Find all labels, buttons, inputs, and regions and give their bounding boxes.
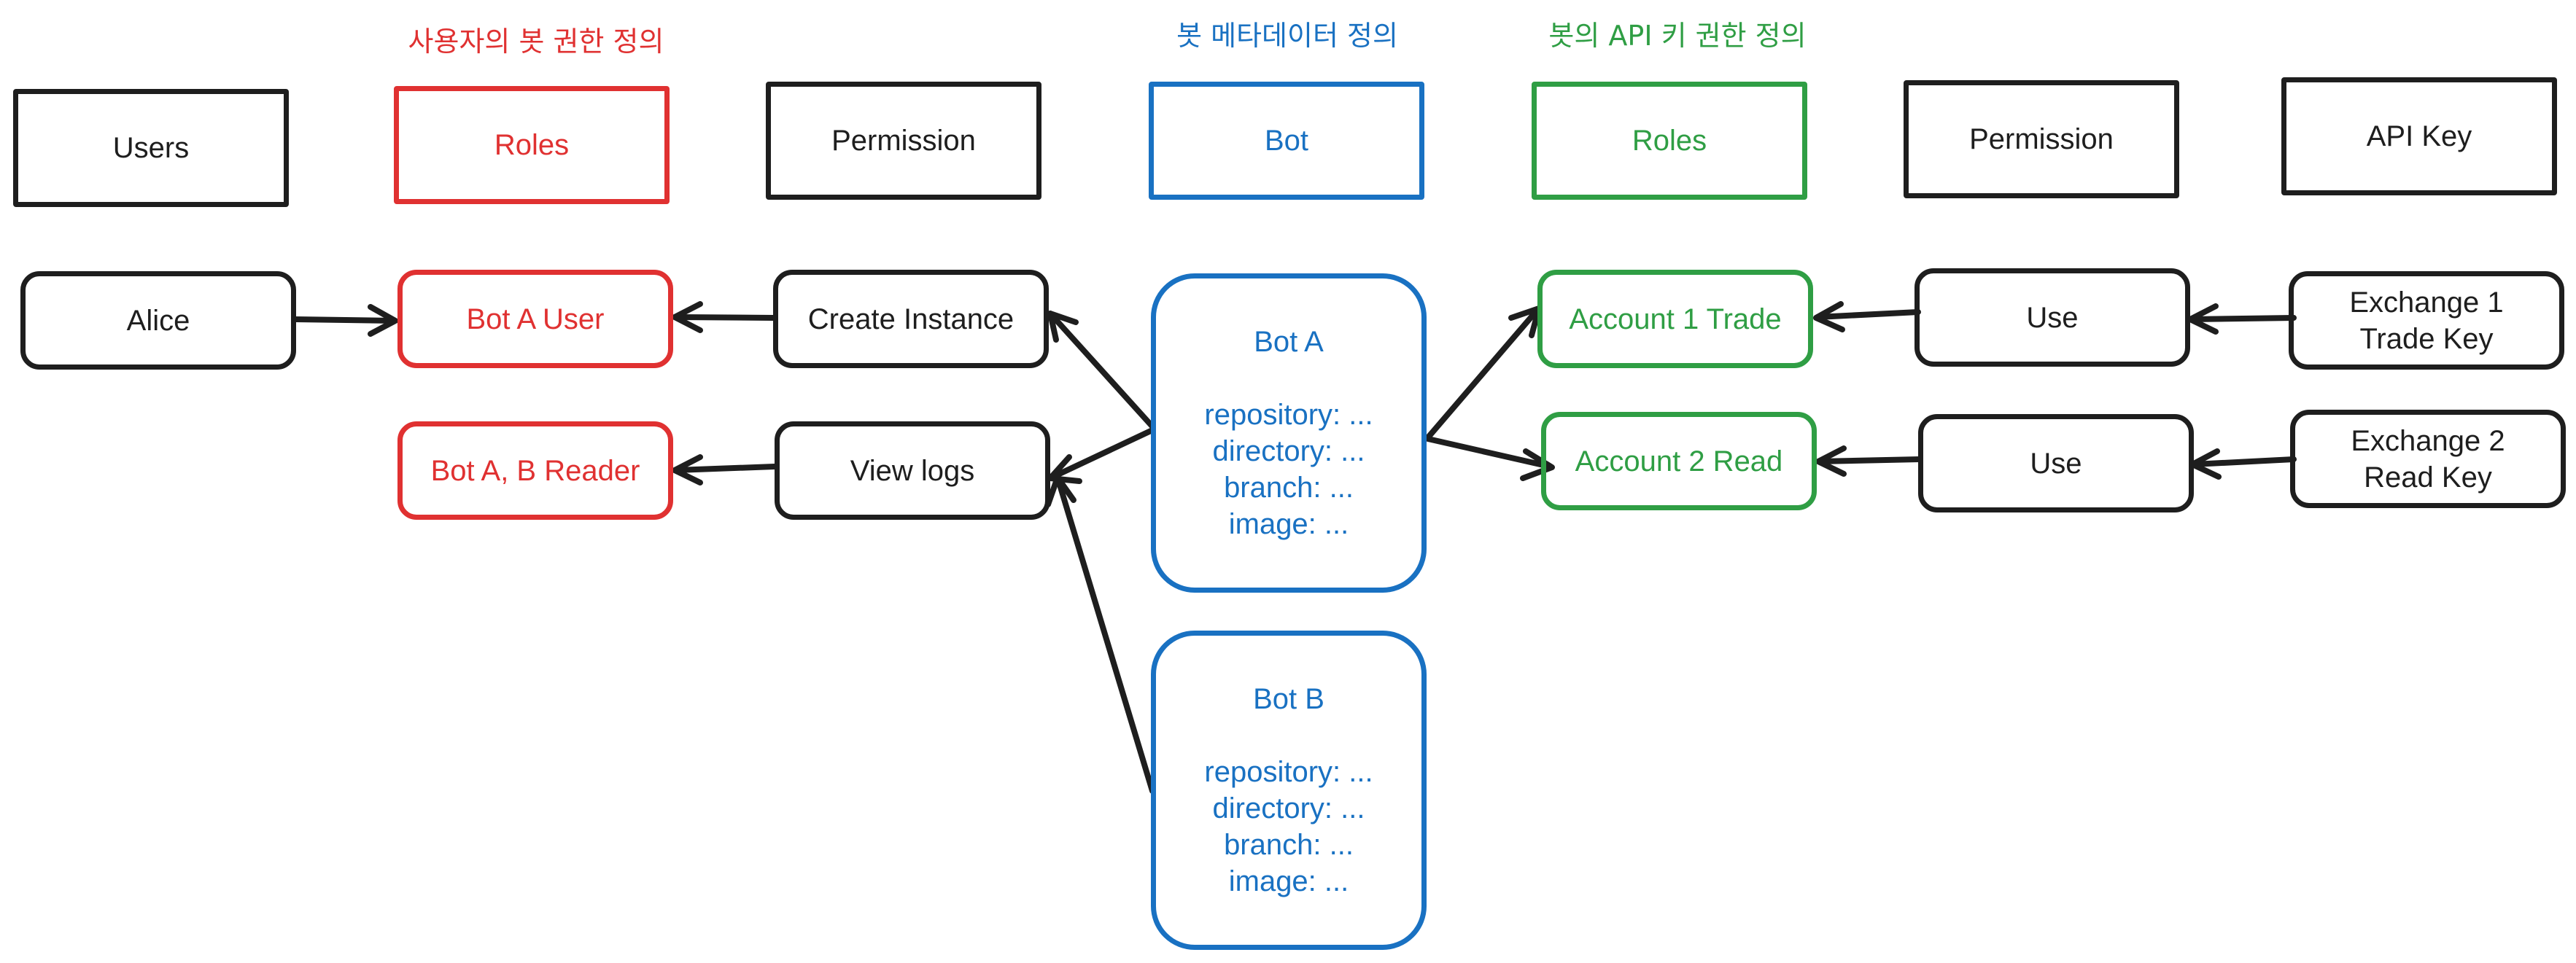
header-roles-user: Roles bbox=[394, 86, 670, 204]
arrowhead-bot-a-to-view-logs bbox=[1047, 454, 1082, 484]
node-create-instance: Create Instance bbox=[773, 270, 1049, 368]
header-permission-user: Permission bbox=[766, 82, 1041, 200]
arrow-view-logs-to-reader bbox=[673, 464, 777, 473]
bot-name: Bot A bbox=[1254, 326, 1324, 358]
node-view-logs: View logs bbox=[775, 421, 1050, 520]
arrowhead-create-instance-to-bot-a-user bbox=[672, 301, 703, 333]
exchange1-line1: Exchange 1 bbox=[2349, 286, 2504, 319]
arrowhead-bot-a-to-create-instance bbox=[1047, 311, 1079, 343]
exchange2-line1: Exchange 2 bbox=[2351, 424, 2505, 457]
bot-branch: branch: ... bbox=[1224, 829, 1354, 861]
node-bot-a-user: Bot A User bbox=[397, 270, 673, 368]
arrow-alice-to-bot-a-user bbox=[292, 316, 397, 324]
node-use-1: Use bbox=[1914, 268, 2190, 367]
annotation-api-key-roles: 봇의 API 키 권한 정의 bbox=[1548, 20, 1807, 52]
arrow-exchange1-to-use1 bbox=[2189, 315, 2297, 322]
arrow-bot-a-to-account2 bbox=[1425, 436, 1553, 469]
bot-directory: directory: ... bbox=[1212, 435, 1365, 467]
annotation-bot-metadata: 봇 메타데이터 정의 bbox=[1176, 20, 1398, 52]
arrow-create-instance-to-bot-a-user bbox=[673, 314, 776, 321]
arrowhead-exchange1-to-use1 bbox=[2187, 303, 2219, 335]
bot-repository: repository: ... bbox=[1204, 399, 1373, 431]
header-api-key: API Key bbox=[2281, 77, 2557, 195]
arrow-bot-a-to-view-logs bbox=[1049, 427, 1155, 480]
header-roles-api: Roles bbox=[1532, 82, 1807, 200]
arrow-bot-a-to-account1 bbox=[1425, 307, 1540, 440]
bot-repository: repository: ... bbox=[1204, 756, 1373, 788]
node-account2-read: Account 2 Read bbox=[1541, 412, 1817, 510]
arrow-exchange2-to-use2 bbox=[2191, 456, 2297, 467]
arrowhead-use1-to-account1 bbox=[1813, 301, 1845, 332]
bot-branch: branch: ... bbox=[1224, 472, 1354, 504]
bot-directory: directory: ... bbox=[1212, 792, 1365, 824]
arrow-use2-to-account2 bbox=[1817, 456, 1923, 464]
node-account1-trade: Account 1 Trade bbox=[1537, 270, 1813, 368]
arrowhead-view-logs-to-reader bbox=[672, 454, 703, 486]
bot-card: Bot B repository: ... directory: ... bra… bbox=[1151, 631, 1427, 950]
bot-image: image: ... bbox=[1228, 865, 1349, 897]
node-exchange2-read-key: Exchange 2 Read Key bbox=[2290, 410, 2566, 508]
node-alice: Alice bbox=[20, 271, 296, 370]
bot-image: image: ... bbox=[1228, 508, 1349, 540]
bot-name: Bot B bbox=[1253, 683, 1324, 715]
node-exchange1-trade-key: Exchange 1 Trade Key bbox=[2289, 271, 2564, 370]
header-users: Users bbox=[13, 89, 289, 207]
arrowhead-alice-to-bot-a-user bbox=[368, 304, 398, 337]
arrowhead-use2-to-account2 bbox=[1815, 445, 1847, 477]
arrow-bot-b-to-view-logs bbox=[1055, 475, 1155, 794]
exchange2-line2: Read Key bbox=[2364, 461, 2492, 494]
header-bot: Bot bbox=[1149, 82, 1424, 200]
bot-card: Bot A repository: ... directory: ... bra… bbox=[1151, 273, 1427, 593]
header-permission-api: Permission bbox=[1904, 80, 2179, 198]
exchange1-line2: Trade Key bbox=[2359, 322, 2494, 355]
arrow-use1-to-account1 bbox=[1815, 309, 1921, 320]
arrow-bot-a-to-create-instance bbox=[1047, 311, 1155, 429]
annotation-user-roles: 사용자의 봇 권한 정의 bbox=[408, 26, 664, 58]
arrowhead-bot-a-to-account2 bbox=[1520, 448, 1555, 481]
arrowhead-bot-b-to-view-logs bbox=[1045, 475, 1076, 507]
node-bot-ab-reader: Bot A, B Reader bbox=[397, 421, 673, 520]
node-use-2: Use bbox=[1918, 414, 2194, 512]
